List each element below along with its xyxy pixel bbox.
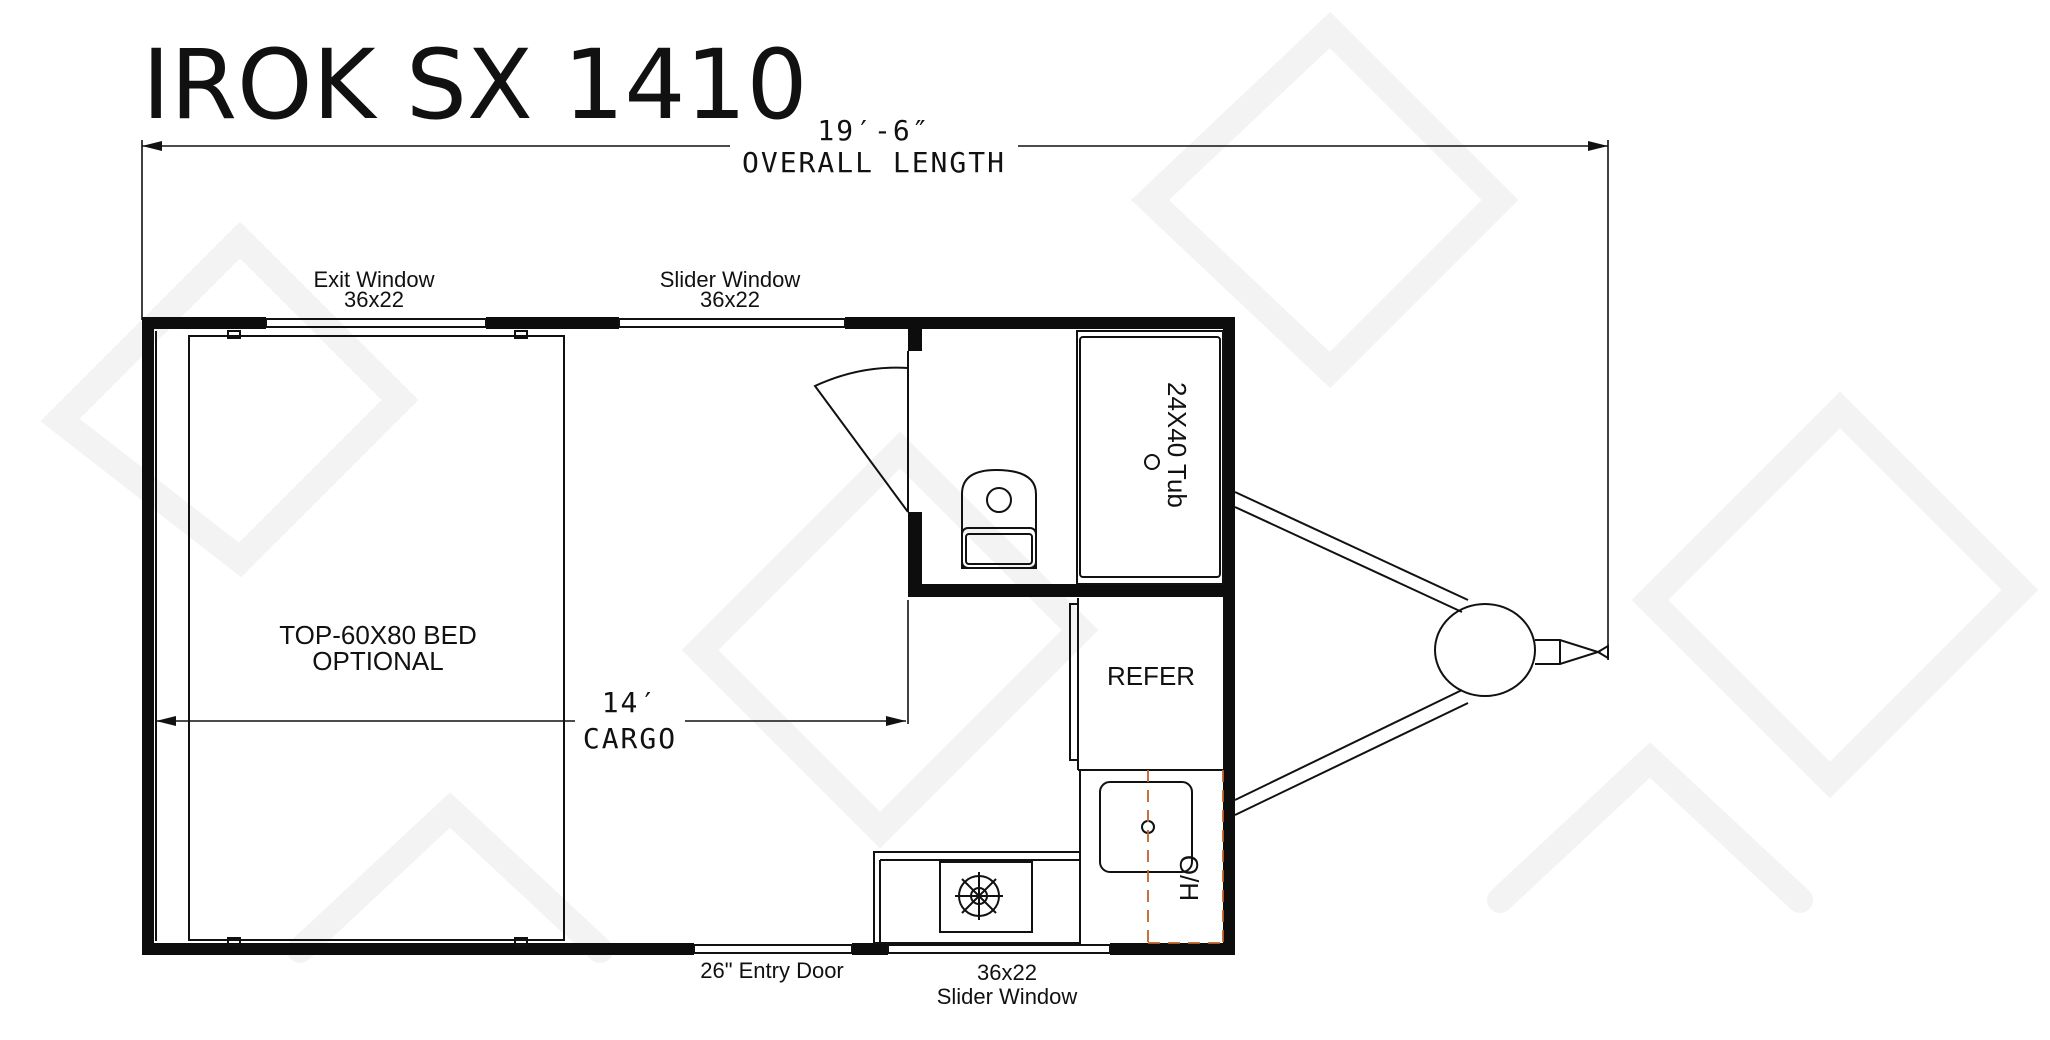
overall-length-value: 19′-6″ — [817, 114, 930, 147]
cargo-length-label: CARGO — [583, 722, 677, 755]
bathroom-walls — [907, 329, 1235, 597]
overhead-label: O/H — [1174, 855, 1204, 901]
cargo-length-value: 14′ — [602, 686, 659, 719]
plan-title: IROK SX 1410 — [142, 29, 808, 141]
exit-window-label: Exit Window — [313, 267, 434, 292]
stove-burner-icon — [955, 872, 1003, 920]
bed-label-line2: OPTIONAL — [312, 646, 443, 676]
cargo-dimension: 14′ CARGO — [156, 600, 909, 755]
bed: TOP-60X80 BED OPTIONAL — [188, 330, 565, 946]
slider-window-top-size: 36x22 — [700, 287, 760, 312]
entry-door[interactable] — [693, 944, 853, 954]
tub: 24X40 Tub — [1076, 330, 1224, 585]
overall-length-label: OVERALL LENGTH — [742, 146, 1006, 179]
watermark-pattern — [40, 11, 2039, 963]
exit-window — [265, 318, 487, 328]
slider-window-bottom-size: 36x22 — [977, 960, 1037, 985]
tub-label: 24X40 Tub — [1162, 382, 1192, 508]
toilet — [961, 468, 1037, 569]
spare-tire — [1434, 603, 1536, 697]
refer-label: REFER — [1107, 661, 1195, 691]
refrigerator: REFER — [1069, 598, 1223, 771]
exterior-walls — [142, 317, 1235, 955]
exit-window-size: 36x22 — [344, 287, 404, 312]
overall-length-dimension: 19′-6″ OVERALL LENGTH — [141, 114, 1609, 660]
slider-window-top — [618, 318, 846, 328]
trailer-tongue — [1234, 491, 1609, 816]
slider-window-bottom — [887, 944, 1111, 954]
bed-label-line1: TOP-60X80 BED — [279, 620, 477, 650]
sink-counter: O/H — [1079, 770, 1224, 944]
slider-window-top-label: Slider Window — [660, 267, 801, 292]
entry-door-label: 26" Entry Door — [700, 958, 844, 983]
stove-counter — [873, 851, 1081, 944]
slider-window-bottom-label: Slider Window — [937, 984, 1078, 1009]
bathroom-door[interactable] — [813, 366, 909, 513]
